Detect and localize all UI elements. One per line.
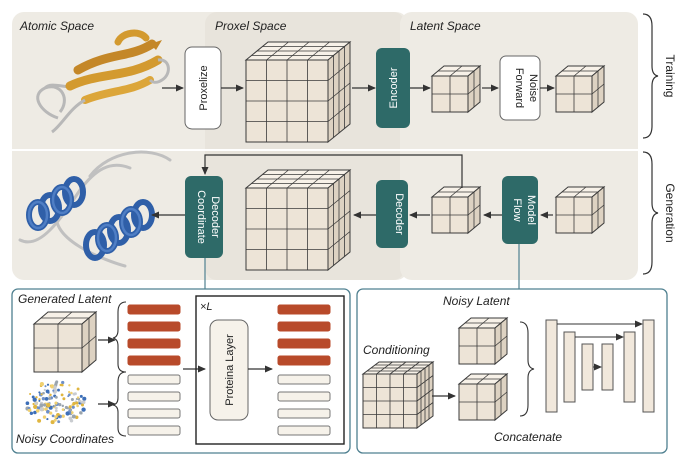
layer-repeat-frame (195, 295, 345, 445)
point-cloud-icon (25, 380, 87, 425)
unet-conditioning-latent-cube (457, 372, 509, 422)
proxelize-label: Proxelize (198, 65, 210, 110)
noise-cube (554, 185, 606, 235)
output-coordinate-token-stack (277, 374, 331, 436)
generation-bracket (642, 151, 659, 275)
conditioning-label: Conditioning (363, 343, 430, 357)
unet-noisy-latent-cube (457, 316, 509, 366)
coord-token-brace (112, 371, 127, 437)
generated-latent-label: Generated Latent (18, 292, 112, 306)
generated-latent-input-cube (32, 310, 98, 374)
coordinate-decoder-module[interactable]: Coordinate Decoder (185, 176, 223, 258)
latent-cube (430, 64, 482, 114)
forward-noise-label-2: Noise (527, 74, 539, 102)
coordinate-decoder-label-2: Decoder (209, 196, 221, 238)
decoded-proxel-cube (244, 168, 352, 272)
decoder-label: Decoder (393, 193, 405, 235)
noisy-coordinates-label: Noisy Coordinates (16, 432, 114, 446)
unet-architecture (545, 319, 655, 413)
latent-token-brace (112, 301, 127, 373)
latent-space-title: Latent Space (410, 19, 481, 33)
coordinate-token-stack (127, 374, 181, 436)
noisy-latent-label: Noisy Latent (443, 294, 510, 308)
concatenate-brace (519, 321, 535, 417)
flow-model-label-1: Flow (511, 198, 523, 221)
atomic-space-title: Atomic Space (19, 19, 94, 33)
proxelize-module[interactable]: Proxelize (184, 46, 222, 130)
encoder-module[interactable]: Encoder (376, 48, 410, 128)
decoder-module[interactable]: Decoder (376, 180, 408, 248)
forward-noise-label-1: Forward (513, 68, 525, 108)
proxel-grid-cube (244, 40, 352, 144)
output-latent-token-stack (277, 304, 331, 366)
encoder-label: Encoder (388, 67, 400, 108)
proxel-space-title: Proxel Space (215, 19, 287, 33)
latent-token-stack (127, 304, 181, 366)
noisy-latent-cube (554, 64, 606, 114)
flow-model-module[interactable]: Flow Model (502, 176, 538, 244)
proteina-layer-label: Proteina Layer (224, 334, 236, 406)
flow-model-label-2: Model (525, 195, 537, 225)
generation-label: Generation (663, 183, 677, 242)
protein-sheet-icon (36, 29, 170, 134)
proteina-layer-module[interactable]: Proteina Layer (209, 319, 249, 421)
coordinate-decoder-label-1: Coordinate (195, 190, 207, 244)
forward-noise-module[interactable]: Forward Noise (499, 55, 541, 121)
training-label: Training (663, 55, 677, 98)
conditioning-proxel-cube (361, 361, 435, 429)
arrow-latent-to-coordinate-decoder (201, 154, 463, 188)
training-bracket (642, 13, 659, 139)
generated-latent-cube (430, 185, 482, 235)
concatenate-label: Concatenate (494, 430, 562, 444)
unet-detail-panel (356, 288, 668, 454)
repeat-label: ×L (200, 301, 213, 313)
